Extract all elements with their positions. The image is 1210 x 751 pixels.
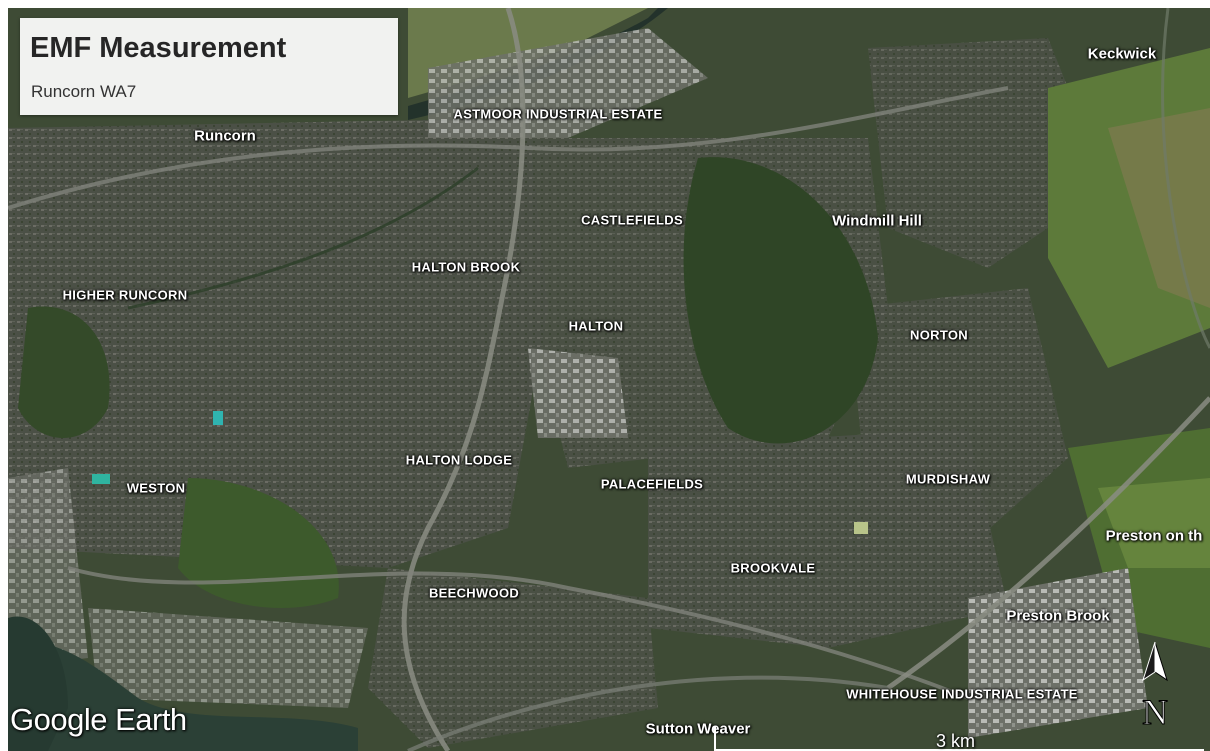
place-label-brookvale: BROOKVALE <box>730 560 816 576</box>
place-label-castlefields: CASTLEFIELDS <box>581 212 683 228</box>
title-panel: EMF Measurement Runcorn WA7 <box>20 18 398 115</box>
place-label-keckwick: Keckwick <box>1087 45 1157 63</box>
place-label-halton-brook: HALTON BROOK <box>411 259 521 275</box>
place-label-astmoor-industrial-estate: ASTMOOR INDUSTRIAL ESTATE <box>453 106 663 122</box>
north-label: N <box>1142 692 1168 730</box>
place-label-norton: NORTON <box>910 327 968 343</box>
place-label-preston-on-the-hill: Preston on th <box>1105 527 1203 545</box>
place-label-beechwood: BEECHWOOD <box>428 585 520 601</box>
satellite-imagery <box>8 8 1210 751</box>
google-earth-logo: Google Earth <box>10 702 187 737</box>
place-label-weston: WESTON <box>126 480 186 496</box>
page-title: EMF Measurement <box>30 32 287 64</box>
page-subtitle: Runcorn WA7 <box>31 82 137 101</box>
place-label-higher-runcorn: HIGHER RUNCORN <box>62 287 188 303</box>
map-viewport[interactable]: Keckwick ASTMOOR INDUSTRIAL ESTATE Runco… <box>8 8 1210 751</box>
place-label-preston-brook: Preston Brook <box>1006 607 1110 625</box>
place-label-halton-lodge: HALTON LODGE <box>405 452 513 468</box>
place-label-halton: HALTON <box>568 318 624 334</box>
place-label-murdishaw: MURDISHAW <box>905 471 991 487</box>
place-label-runcorn: Runcorn <box>194 127 256 145</box>
scale-label: 3 km <box>936 731 976 751</box>
north-arrow-icon: N <box>1142 641 1169 730</box>
place-label-sutton-weaver: Sutton Weaver <box>645 720 751 738</box>
place-label-palacefields: PALACEFIELDS <box>600 476 704 492</box>
place-label-whitehouse-industrial-estate: WHITEHOUSE INDUSTRIAL ESTATE <box>846 686 1078 702</box>
scale-bar <box>714 726 1204 751</box>
place-label-windmill-hill: Windmill Hill <box>832 212 922 230</box>
